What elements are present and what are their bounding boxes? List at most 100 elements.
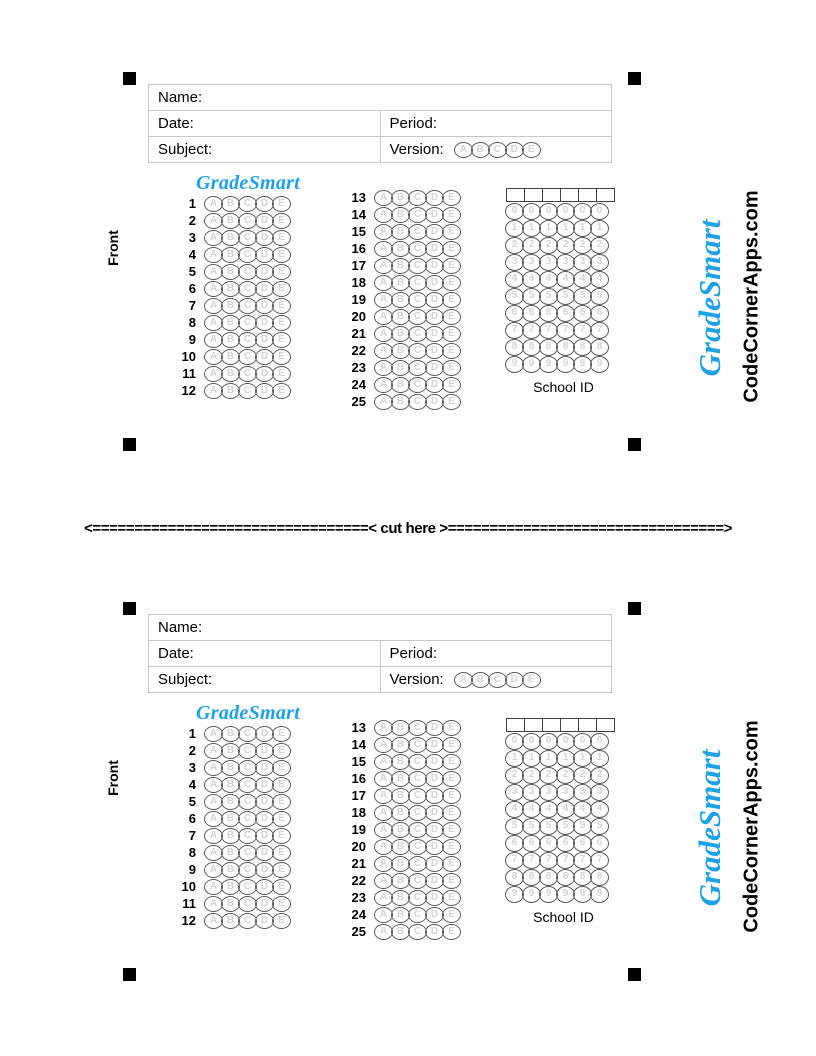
bubble-e[interactable]: E xyxy=(442,855,461,872)
bubble-e[interactable]: E xyxy=(272,895,291,912)
bubble-7[interactable]: 7 xyxy=(590,852,609,869)
bubble-e[interactable]: E xyxy=(272,827,291,844)
bubble-e[interactable]: E xyxy=(272,229,291,246)
bubble-e[interactable]: E xyxy=(272,212,291,229)
bubble-e[interactable]: E xyxy=(442,719,461,736)
bubble-e[interactable]: E xyxy=(272,878,291,895)
bubble-5[interactable]: 5 xyxy=(590,818,609,835)
bubble-e[interactable]: E xyxy=(272,725,291,742)
bubble-e[interactable]: E xyxy=(272,263,291,280)
bubble-e[interactable]: E xyxy=(442,274,461,291)
bubble-5[interactable]: 5 xyxy=(590,288,609,305)
bubble-e[interactable]: E xyxy=(442,906,461,923)
bubble-e[interactable]: E xyxy=(442,753,461,770)
bubble-7[interactable]: 7 xyxy=(590,322,609,339)
bubble-3[interactable]: 3 xyxy=(590,784,609,801)
bubble-2[interactable]: 2 xyxy=(590,237,609,254)
bubble-e[interactable]: E xyxy=(442,787,461,804)
bubble-e[interactable]: E xyxy=(272,861,291,878)
bubble-e[interactable]: E xyxy=(272,912,291,929)
bubble-a[interactable]: A xyxy=(453,671,473,688)
bubble-1[interactable]: 1 xyxy=(590,220,609,237)
bubble-e[interactable]: E xyxy=(442,770,461,787)
bubble-e[interactable]: E xyxy=(442,240,461,257)
school-id-writein-box[interactable] xyxy=(524,718,543,732)
bubble-c[interactable]: C xyxy=(487,141,507,158)
bubble-e[interactable]: E xyxy=(272,382,291,399)
bubble-8[interactable]: 8 xyxy=(590,339,609,356)
bubble-1[interactable]: 1 xyxy=(590,750,609,767)
subject-field[interactable]: Subject: xyxy=(148,136,381,163)
bubble-9[interactable]: 9 xyxy=(590,886,609,903)
bubble-e[interactable]: E xyxy=(272,793,291,810)
bubble-b[interactable]: B xyxy=(470,141,490,158)
bubble-0[interactable]: 0 xyxy=(590,203,609,220)
school-id-writein-box[interactable] xyxy=(542,188,561,202)
bubble-e[interactable]: E xyxy=(272,348,291,365)
school-id-writein-boxes[interactable] xyxy=(506,188,622,202)
bubble-e[interactable]: E xyxy=(442,189,461,206)
bubble-e[interactable]: E xyxy=(442,838,461,855)
bubble-e[interactable]: E xyxy=(442,206,461,223)
bubble-e[interactable]: E xyxy=(272,844,291,861)
bubble-2[interactable]: 2 xyxy=(590,767,609,784)
bubble-e[interactable]: E xyxy=(442,257,461,274)
bubble-e[interactable]: E xyxy=(442,308,461,325)
bubble-e[interactable]: E xyxy=(442,359,461,376)
bubble-6[interactable]: 6 xyxy=(590,835,609,852)
school-id-writein-box[interactable] xyxy=(542,718,561,732)
bubble-e[interactable]: E xyxy=(272,280,291,297)
bubble-e[interactable]: E xyxy=(442,393,461,410)
name-field[interactable]: Name: xyxy=(148,84,612,111)
bubble-e[interactable]: E xyxy=(442,376,461,393)
bubble-4[interactable]: 4 xyxy=(590,271,609,288)
bubble-e[interactable]: E xyxy=(272,742,291,759)
bubble-e[interactable]: E xyxy=(442,342,461,359)
school-id-writein-box[interactable] xyxy=(578,188,597,202)
school-id-writein-box[interactable] xyxy=(560,718,579,732)
bubble-e[interactable]: E xyxy=(442,872,461,889)
bubble-e[interactable]: E xyxy=(272,195,291,212)
school-id-writein-box[interactable] xyxy=(506,188,525,202)
bubble-e[interactable]: E xyxy=(521,671,541,688)
school-id-writein-box[interactable] xyxy=(578,718,597,732)
school-id-writein-box[interactable] xyxy=(524,188,543,202)
bubble-e[interactable]: E xyxy=(272,365,291,382)
